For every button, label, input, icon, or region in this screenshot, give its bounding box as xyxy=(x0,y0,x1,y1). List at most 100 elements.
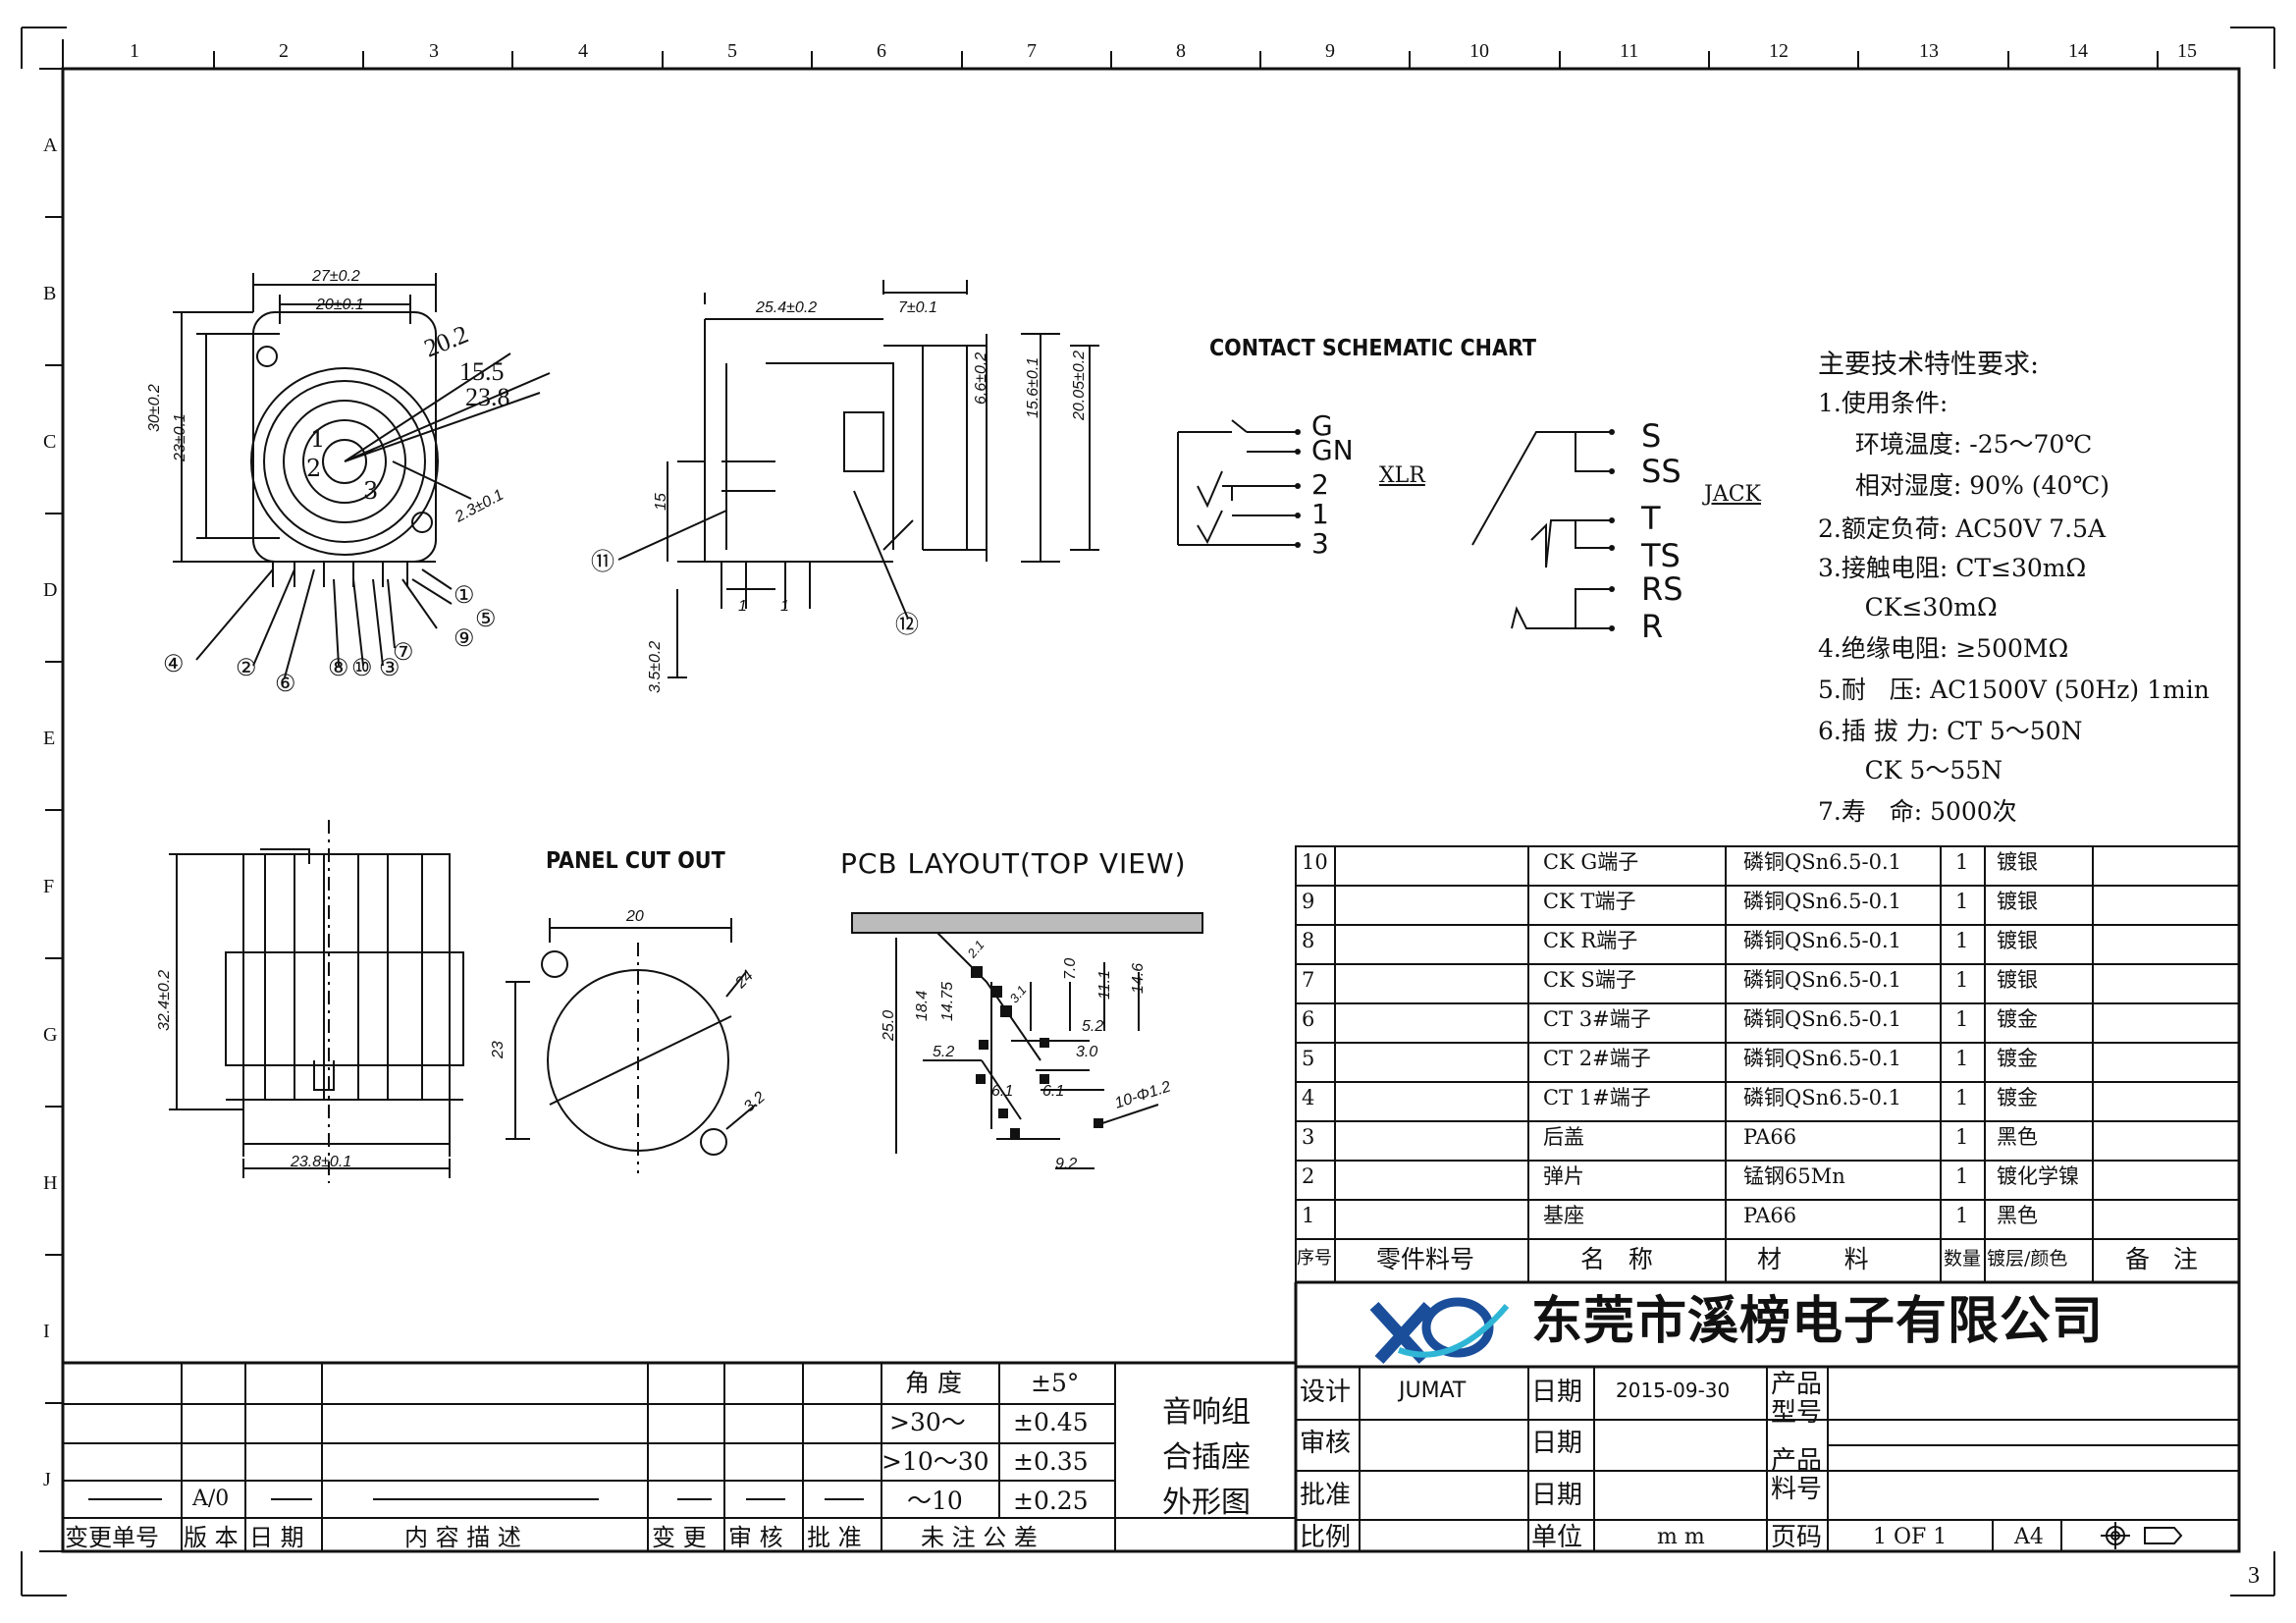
side-dim-d66: 6.6±0.2 xyxy=(973,352,989,405)
side-dim-15: 15 xyxy=(653,493,669,511)
zone-row-i: I xyxy=(43,1321,50,1342)
zone-row-e: E xyxy=(43,728,56,749)
jack-pin-ts: TS xyxy=(1641,537,1681,574)
zone-row-c: C xyxy=(43,431,57,453)
approve-label: 批准 xyxy=(1300,1481,1352,1510)
company-logo xyxy=(1369,1297,1510,1365)
page-label: 页码 xyxy=(1771,1523,1823,1552)
bom-finish: 黑色 xyxy=(1997,1125,2038,1149)
front-pin-2: 2 xyxy=(306,455,322,482)
model-label: 产品型号 xyxy=(1771,1370,1823,1428)
panel-cutout-title: PANEL CUT OUT xyxy=(546,848,725,874)
pcb-dim-52a: 5.2 xyxy=(933,1044,955,1060)
zone-col-12: 12 xyxy=(1769,40,1789,62)
xlr-pin-1: 1 xyxy=(1311,498,1329,530)
bom-name: CT 3#端子 xyxy=(1543,1007,1651,1031)
bom-index: 9 xyxy=(1302,890,1315,913)
front-callout-1: ① xyxy=(454,581,475,609)
product-name-line-1: 音响组 xyxy=(1162,1395,1251,1430)
bom-qty: 1 xyxy=(1955,968,1969,992)
bom-name: CK S端子 xyxy=(1543,968,1636,992)
front-callout-3: ③ xyxy=(379,654,400,681)
bom-qty: 1 xyxy=(1955,850,1969,874)
xlr-pin-3: 3 xyxy=(1311,527,1329,560)
specs-title: 主要技术特性要求: xyxy=(1818,350,2040,380)
spec-line: 环境温度: -25～70℃ xyxy=(1840,430,2093,459)
side-callout-11: ⑪ xyxy=(591,548,614,575)
rev-header-review: 审 核 xyxy=(728,1524,783,1551)
tol-angle-label: 角 度 xyxy=(905,1369,962,1397)
bom-index: 2 xyxy=(1302,1164,1315,1188)
zone-col-4: 4 xyxy=(578,40,588,62)
zone-col-5: 5 xyxy=(727,40,737,62)
side-dim-flange: 7±0.1 xyxy=(898,299,937,316)
front-callout-8: ⑧ xyxy=(328,654,349,681)
zone-col-10: 10 xyxy=(1469,40,1489,62)
side-dim-pin-length: 3.5±0.2 xyxy=(647,640,664,693)
bom-finish: 镀银 xyxy=(1997,968,2038,992)
bom-name: CK T端子 xyxy=(1543,890,1636,913)
tol-r1-label: >30～ xyxy=(889,1408,966,1436)
bom-qty: 1 xyxy=(1955,1047,1969,1070)
design-label: 设计 xyxy=(1300,1378,1352,1407)
page-value: 1 OF 1 xyxy=(1873,1525,1948,1549)
front-dim-r15: 15.5 xyxy=(459,357,505,386)
sheet-size: A4 xyxy=(2014,1525,2044,1549)
spec-line: 相对湿度: 90% (40℃) xyxy=(1840,471,2110,500)
bom-material: 锰钢65Mn xyxy=(1743,1164,1845,1188)
rev-header-description: 内 容 描 述 xyxy=(404,1524,521,1551)
bom-name: 弹片 xyxy=(1543,1164,1584,1188)
zone-row-a: A xyxy=(43,135,58,156)
part-label: 产品料号 xyxy=(1771,1446,1823,1504)
front-dim-r23: 23.8 xyxy=(465,383,510,411)
front-callout-9: ⑨ xyxy=(454,624,475,652)
tol-r2-value: ±0.35 xyxy=(1013,1447,1089,1476)
xlr-pin-g: G xyxy=(1311,409,1333,442)
pcb-dim-184: 18.4 xyxy=(914,990,931,1021)
spec-line: 3.接触电阻: CT≤30mΩ xyxy=(1818,554,2087,582)
product-name-line-2: 合插座 xyxy=(1162,1440,1251,1475)
unit-label: 单位 xyxy=(1531,1523,1583,1552)
bom-index: 4 xyxy=(1302,1086,1315,1109)
side-dim-pin-a: 1 xyxy=(738,598,747,615)
approve-date-label: 日期 xyxy=(1531,1481,1583,1510)
bom-qty: 1 xyxy=(1955,929,1969,952)
bom-header-remark: 备 注 xyxy=(2125,1245,2198,1273)
bom-finish: 镀银 xyxy=(1997,890,2038,913)
bom-qty: 1 xyxy=(1955,1007,1969,1031)
side-dim-d156: 15.6±0.1 xyxy=(1025,356,1041,418)
bottom-dim-height: 32.4±0.2 xyxy=(156,969,173,1031)
bom-finish: 镀金 xyxy=(1997,1047,2038,1070)
zone-col-8: 8 xyxy=(1176,40,1186,62)
zone-col-15: 15 xyxy=(2177,40,2197,62)
pcb-dim-7: 7.0 xyxy=(1062,957,1079,980)
pcb-dim-146: 14.6 xyxy=(1130,962,1147,994)
rev-header-change: 变 更 xyxy=(652,1524,707,1551)
bom-finish: 黑色 xyxy=(1997,1204,2038,1227)
date-label: 日期 xyxy=(1531,1378,1583,1407)
spec-line: 2.额定负荷: AC50V 7.5A xyxy=(1818,514,2107,543)
review-label: 审核 xyxy=(1300,1429,1352,1458)
revision-version: A/0 xyxy=(192,1487,230,1511)
scale-label: 比例 xyxy=(1300,1523,1352,1552)
bom-material: 磷铜QSn6.5-0.1 xyxy=(1743,850,1902,874)
pcb-dim-111: 11.1 xyxy=(1096,970,1113,1000)
bom-finish: 镀金 xyxy=(1997,1007,2038,1031)
bom-name: CT 1#端子 xyxy=(1543,1086,1651,1109)
bom-index: 6 xyxy=(1302,1007,1315,1031)
xlr-pin-2: 2 xyxy=(1311,468,1329,501)
zone-row-d: D xyxy=(43,579,58,601)
front-callout-5: ⑤ xyxy=(475,605,497,632)
bom-name: 基座 xyxy=(1543,1204,1584,1227)
front-dim-width-inner: 20±0.1 xyxy=(316,297,364,313)
panel-dim-23: 23 xyxy=(490,1041,507,1058)
front-dim-width-outer: 27±0.2 xyxy=(312,268,360,285)
bom-name: 后盖 xyxy=(1543,1125,1584,1149)
date-value: 2015-09-30 xyxy=(1616,1379,1731,1402)
tol-r3-label: ～10 xyxy=(907,1487,963,1515)
xlr-pin-gn: GN xyxy=(1311,434,1354,466)
bom-qty: 1 xyxy=(1955,1164,1969,1188)
tol-r3-value: ±0.25 xyxy=(1013,1487,1089,1515)
jack-pin-r: R xyxy=(1641,608,1664,645)
bom-index: 7 xyxy=(1302,968,1315,992)
